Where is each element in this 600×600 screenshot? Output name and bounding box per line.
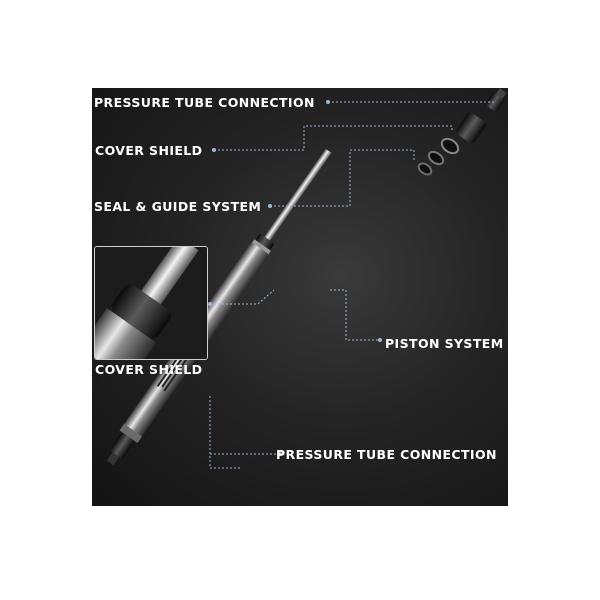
inset-closeup	[94, 246, 208, 360]
seal-ring-2	[427, 150, 445, 166]
inset-closeup-illustration	[95, 247, 207, 359]
lower-collar	[119, 423, 143, 444]
seal-collar	[254, 234, 274, 252]
cover-shield-cap	[456, 112, 486, 144]
guide-ring	[251, 239, 271, 255]
label-piston-system: PISTON SYSTEM	[385, 336, 504, 351]
product-image-panel	[92, 88, 508, 506]
label-bottom-pressure-tube: PRESSURE TUBE CONNECTION	[276, 447, 497, 462]
leader-dots	[208, 100, 382, 456]
leader-lines	[209, 101, 496, 469]
label-inset-cover-shield: COVER SHIELD	[95, 362, 203, 377]
label-top-pressure-tube: PRESSURE TUBE CONNECTION	[94, 95, 315, 110]
label-seal-guide-system: SEAL & GUIDE SYSTEM	[94, 199, 262, 214]
top-end-fitting	[485, 88, 507, 112]
piston-rod	[262, 148, 332, 243]
bottom-stud	[106, 452, 120, 466]
seal-ring-1	[440, 137, 460, 155]
label-top-cover-shield: COVER SHIELD	[95, 143, 203, 158]
seal-ring-3	[417, 162, 433, 176]
bottom-end-fitting	[110, 433, 134, 459]
